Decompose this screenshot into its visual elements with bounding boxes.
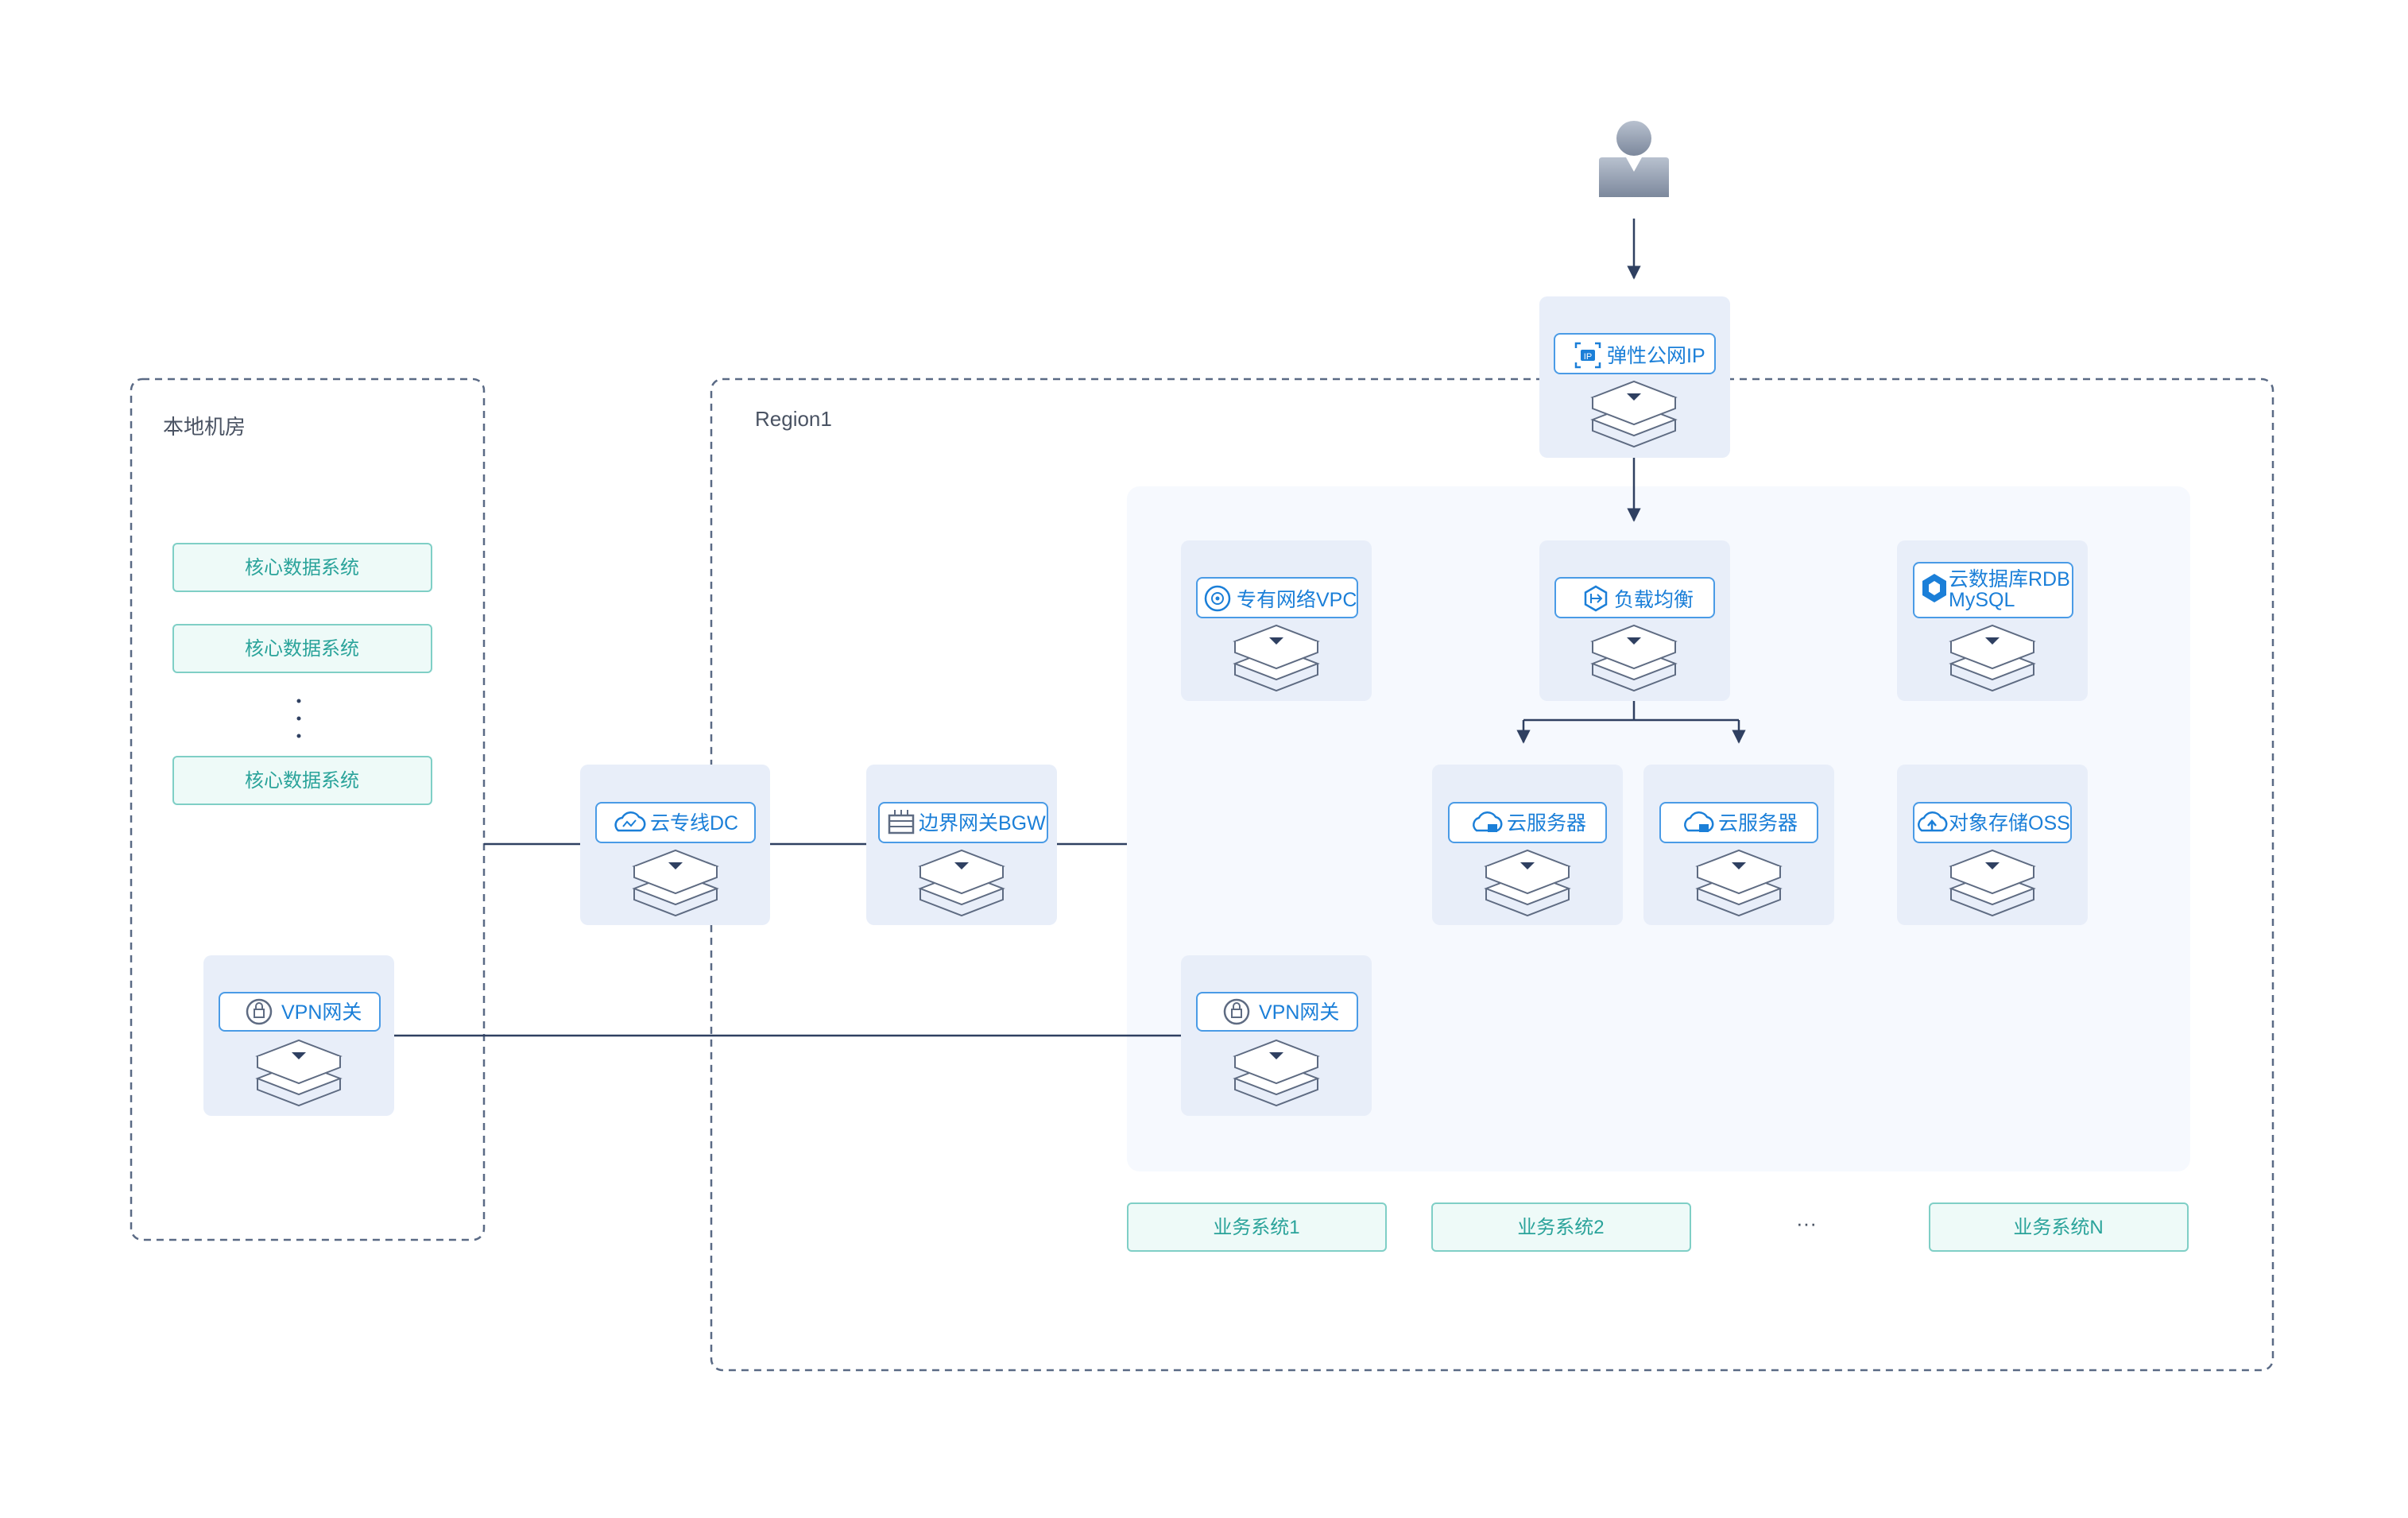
svg-text:边界网关BGW: 边界网关BGW <box>919 812 1046 835</box>
lock-icon <box>1223 998 1250 1025</box>
business-ellipsis: ··· <box>1796 1211 1817 1235</box>
svg-text:专有网络VPC: 专有网络VPC <box>1237 589 1357 611</box>
svg-text:弹性公网IP: 弹性公网IP <box>1607 345 1705 367</box>
region-label: Region1 <box>755 407 832 431</box>
direct-connect-node: 云专线DC <box>580 765 770 925</box>
vpc-node: 专有网络VPC <box>1181 540 1372 701</box>
vpn-gateway-local-node: VPN网关 <box>203 955 394 1116</box>
local-datacenter-frame <box>130 378 486 1241</box>
local-datacenter-label: 本地机房 <box>163 415 246 439</box>
core-system-box <box>172 756 432 805</box>
svg-text:云数据库RDB: 云数据库RDB <box>1949 568 2070 591</box>
eip-node: IP 弹性公网IP <box>1539 296 1730 458</box>
svg-text:业务系统2: 业务系统2 <box>1517 1217 1604 1238</box>
connections <box>394 219 1746 1037</box>
svg-text:负载均衡: 负载均衡 <box>1614 589 1694 611</box>
svg-text:核心数据系统: 核心数据系统 <box>245 770 359 792</box>
vpc-icon <box>1204 585 1231 612</box>
business-system-box <box>1431 1202 1691 1252</box>
ecs-node-1: 云服务器 <box>1432 765 1623 925</box>
vertical-ellipsis-dot <box>296 699 301 703</box>
slb-node: 负载均衡 <box>1539 540 1730 701</box>
eip-icon: IP <box>1574 342 1601 369</box>
database-icon <box>1922 574 1946 602</box>
lock-icon <box>246 998 273 1025</box>
svg-text:业务系统N: 业务系统N <box>2013 1217 2103 1238</box>
svg-text:VPN网关: VPN网关 <box>281 1001 362 1024</box>
svg-text:VPN网关: VPN网关 <box>1259 1001 1339 1024</box>
core-system-box <box>172 543 432 592</box>
cloud-server-icon <box>1473 811 1503 832</box>
oss-node: 对象存储OSS <box>1897 765 2088 925</box>
svg-text:云服务器: 云服务器 <box>1718 812 1798 835</box>
cloud-line-icon <box>614 811 646 832</box>
slb-to-ecs-lines <box>1523 701 1739 722</box>
gateway-icon <box>888 810 915 835</box>
local-core-systems: 核心数据系统 核心数据系统 核心数据系统 <box>172 543 432 805</box>
svg-text:MySQL: MySQL <box>1949 589 2015 611</box>
svg-text:云专线DC: 云专线DC <box>650 812 738 835</box>
svg-text:IP: IP <box>1584 352 1592 362</box>
svg-text:核心数据系统: 核心数据系统 <box>245 557 359 579</box>
core-system-box <box>172 624 432 673</box>
ecs-node-2: 云服务器 <box>1643 765 1834 925</box>
svg-text:业务系统1: 业务系统1 <box>1213 1217 1299 1238</box>
business-systems: 业务系统1 业务系统2 ··· 业务系统N <box>1127 1202 2189 1252</box>
load-balancer-icon <box>1584 585 1608 612</box>
business-system-box <box>1929 1202 2189 1252</box>
svg-text:对象存储OSS: 对象存储OSS <box>1949 812 2070 835</box>
svg-text:云服务器: 云服务器 <box>1507 812 1586 835</box>
border-gateway-node: 边界网关BGW <box>866 765 1057 925</box>
rdb-node: 云数据库RDB MySQL <box>1897 540 2088 701</box>
business-system-box <box>1127 1202 1387 1252</box>
cloud-server-icon <box>1684 811 1714 832</box>
vpn-gateway-cloud-node: VPN网关 <box>1181 955 1372 1116</box>
svg-text:核心数据系统: 核心数据系统 <box>245 638 359 660</box>
cloud-upload-icon <box>1918 811 1948 832</box>
user-icon <box>1599 121 1669 197</box>
